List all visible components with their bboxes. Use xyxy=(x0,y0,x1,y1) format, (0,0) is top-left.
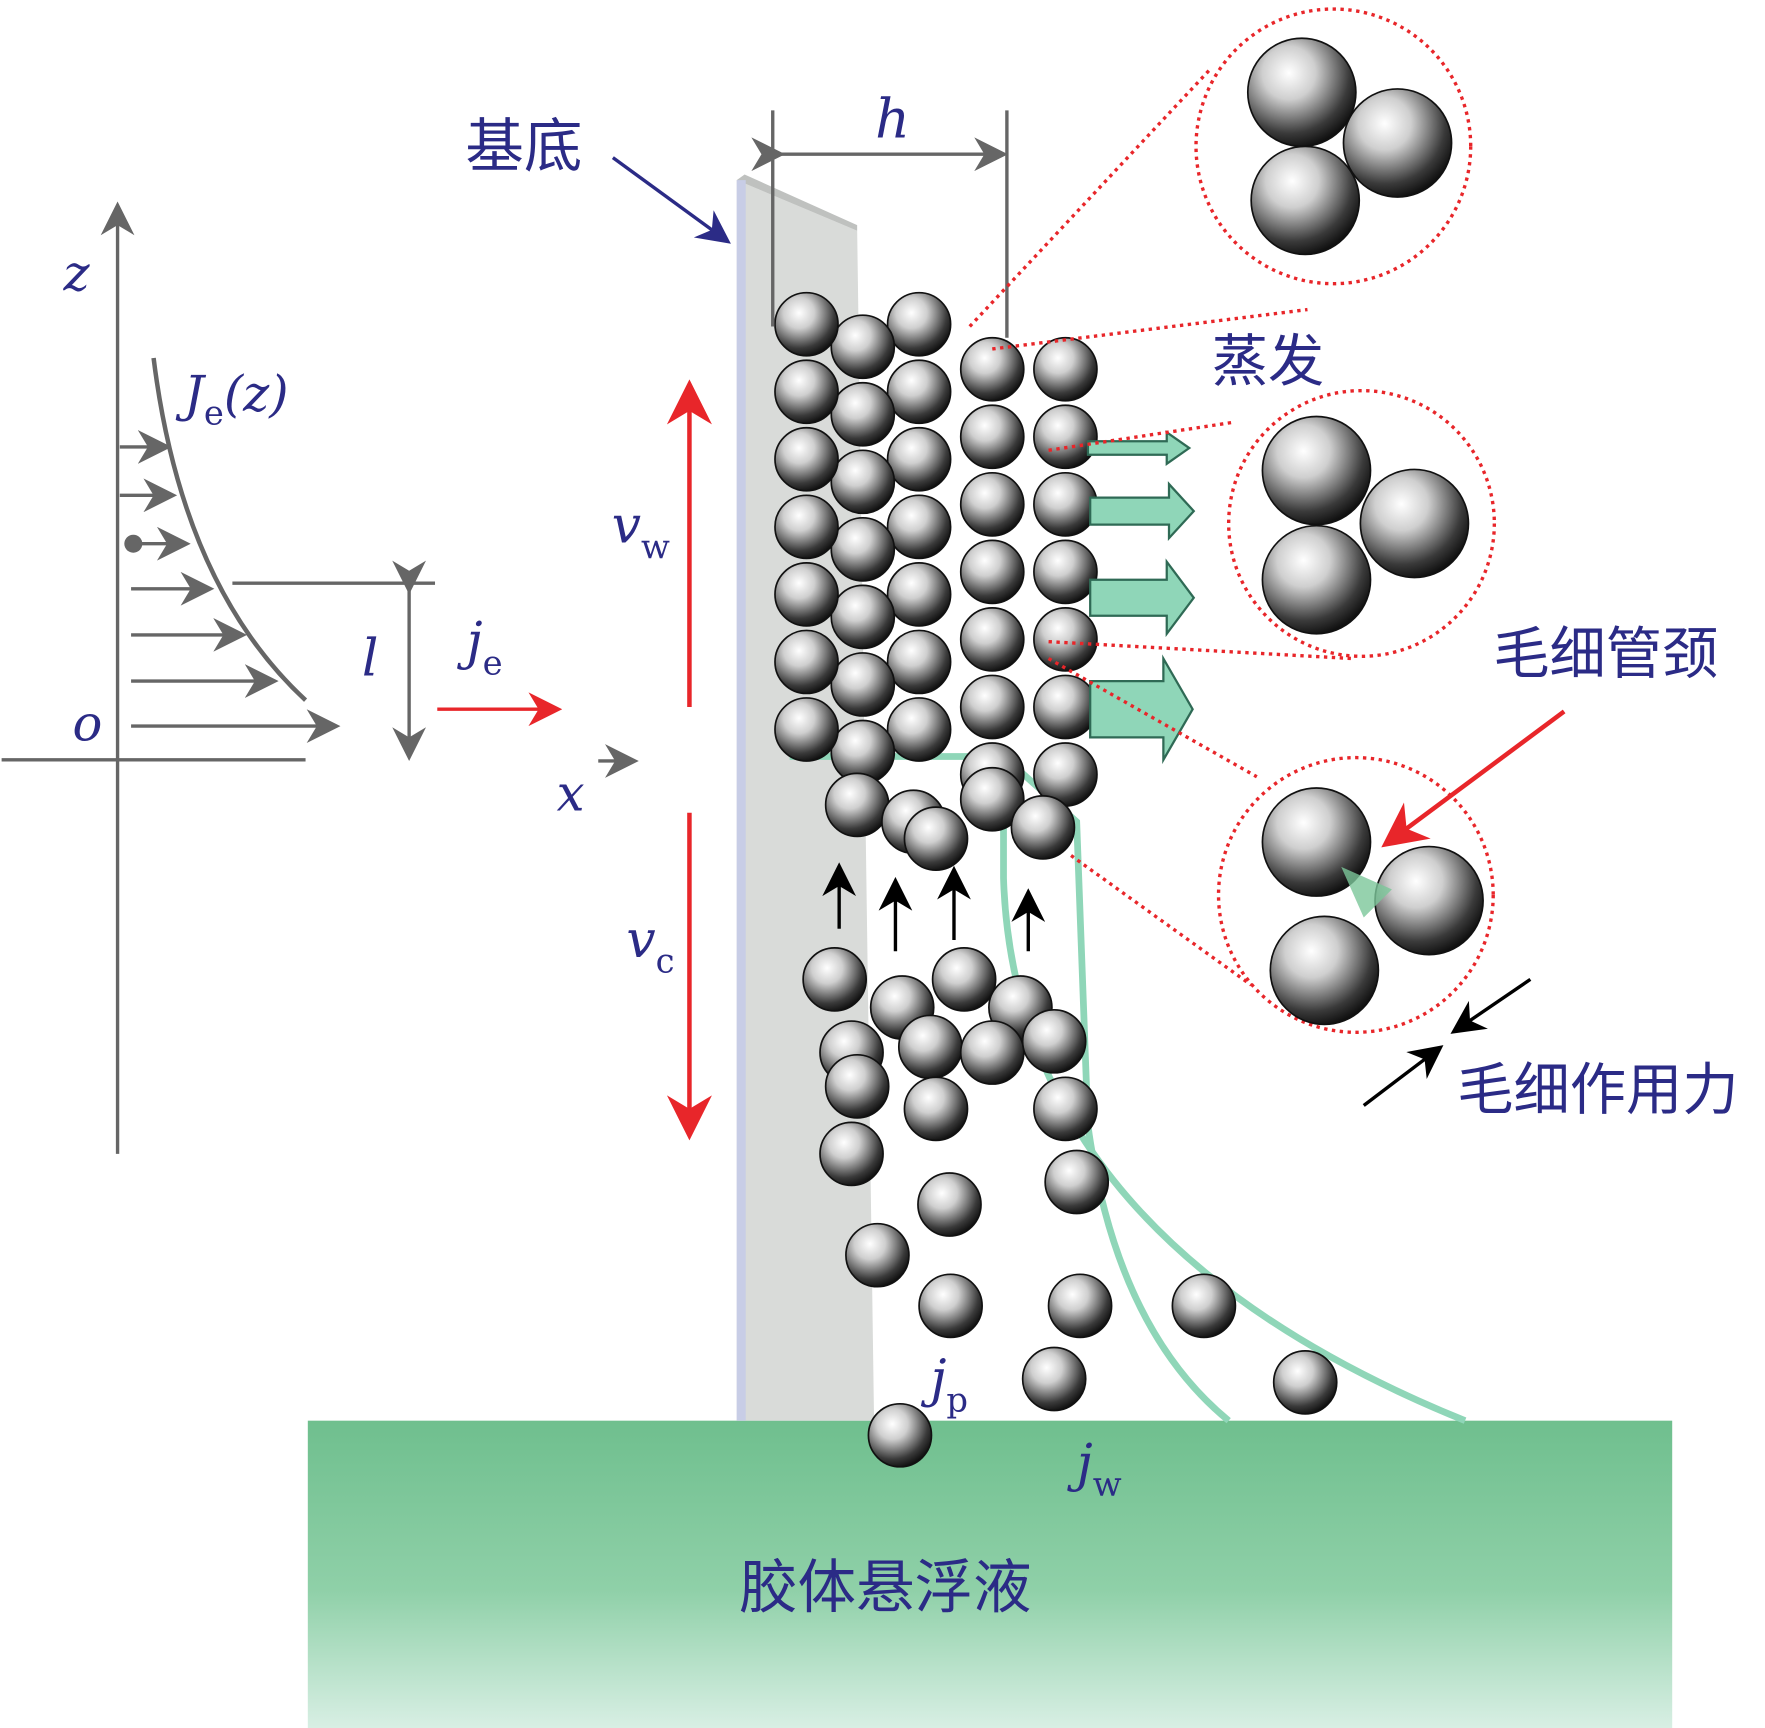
particle xyxy=(774,426,839,492)
particle xyxy=(1033,404,1098,470)
thickness-label: h xyxy=(875,87,910,150)
particle xyxy=(1033,336,1098,402)
capillary-force-arrow-out xyxy=(1362,1045,1444,1107)
particle xyxy=(959,404,1025,470)
particle xyxy=(886,359,952,425)
colloidal-suspension-bath xyxy=(307,1420,1673,1728)
je-label: je xyxy=(457,612,503,683)
particle xyxy=(959,1020,1025,1085)
colloidal-particles xyxy=(774,291,1338,1468)
capillary-neck-label: 毛细管颈 xyxy=(1493,622,1718,687)
particle xyxy=(886,697,952,762)
particle xyxy=(802,947,868,1012)
suspension-label: 胶体悬浮液 xyxy=(739,1554,1032,1622)
evaporation-arrows xyxy=(1086,430,1196,765)
particle xyxy=(1033,1076,1098,1142)
particle xyxy=(886,426,952,492)
particle xyxy=(959,539,1025,605)
particle xyxy=(845,1222,910,1288)
particle xyxy=(959,336,1025,402)
meniscus-curve-outer xyxy=(1000,756,1467,1424)
capillary-force-label: 毛细作用力 xyxy=(1457,1058,1738,1123)
particle xyxy=(819,1121,884,1187)
particle xyxy=(824,1053,890,1119)
vc-label: vc xyxy=(626,910,674,981)
particle xyxy=(1374,845,1484,956)
particle xyxy=(1021,1346,1087,1412)
particle xyxy=(959,674,1025,740)
x-axis-label: x xyxy=(557,765,585,823)
particle xyxy=(1033,607,1098,672)
particle xyxy=(1044,1149,1110,1215)
length-label: l xyxy=(362,628,379,688)
particle xyxy=(830,314,896,380)
particle xyxy=(830,381,896,447)
particle xyxy=(830,652,896,717)
particle xyxy=(1359,468,1470,579)
particle xyxy=(830,516,896,582)
particle xyxy=(1033,539,1098,605)
particle xyxy=(917,1172,982,1237)
particle xyxy=(886,494,952,560)
flux-profile-plot xyxy=(1,201,436,1154)
particle xyxy=(774,291,839,357)
particle xyxy=(1261,524,1372,635)
particle xyxy=(959,766,1025,832)
particle xyxy=(918,1273,983,1339)
substrate-label: 基底 xyxy=(465,113,582,181)
particle-flux-arrows xyxy=(822,862,1046,952)
particle xyxy=(1250,145,1361,256)
magnification-outlines xyxy=(968,7,1497,1034)
capillary-force-arrow-in xyxy=(1450,977,1532,1034)
particle xyxy=(1246,37,1357,148)
particle xyxy=(1342,88,1453,198)
particle xyxy=(959,471,1025,537)
particle xyxy=(931,947,997,1012)
particle xyxy=(774,494,839,560)
particle xyxy=(774,629,839,695)
particle xyxy=(1033,471,1098,537)
particle xyxy=(774,562,839,627)
thickness-dimension xyxy=(751,110,1009,338)
vw-label: vw xyxy=(612,496,670,567)
particle xyxy=(774,697,839,762)
particle xyxy=(1272,1350,1338,1415)
flux-arrows xyxy=(119,430,341,743)
particle xyxy=(903,1076,969,1142)
particle xyxy=(886,629,952,695)
particle xyxy=(959,607,1025,672)
particle xyxy=(830,449,896,515)
particle-dot xyxy=(124,534,143,553)
particle xyxy=(886,562,952,627)
z-axis-label: z xyxy=(63,244,91,302)
particle xyxy=(774,359,839,425)
flux-function-label: Je(z) xyxy=(175,365,289,433)
particle xyxy=(1033,674,1098,740)
capillary-neck-pointer xyxy=(1381,709,1566,848)
particle xyxy=(1269,915,1380,1026)
particle xyxy=(830,584,896,650)
particle xyxy=(886,291,952,357)
particle xyxy=(824,772,890,838)
particle xyxy=(1010,795,1076,860)
jp-label: jp xyxy=(920,1349,968,1420)
capillary-neck-liquid xyxy=(1341,866,1392,918)
magnified-particles xyxy=(1246,37,1484,1026)
particle xyxy=(903,806,969,872)
evaporation-label: 蒸发 xyxy=(1212,329,1325,394)
particle xyxy=(867,1402,933,1468)
particle xyxy=(897,1014,963,1080)
origin-label: o xyxy=(73,695,103,753)
particle xyxy=(1171,1273,1237,1339)
particle xyxy=(1047,1273,1113,1339)
particle xyxy=(1021,1008,1087,1074)
substrate-pointer xyxy=(611,156,731,244)
particle xyxy=(1261,415,1372,526)
